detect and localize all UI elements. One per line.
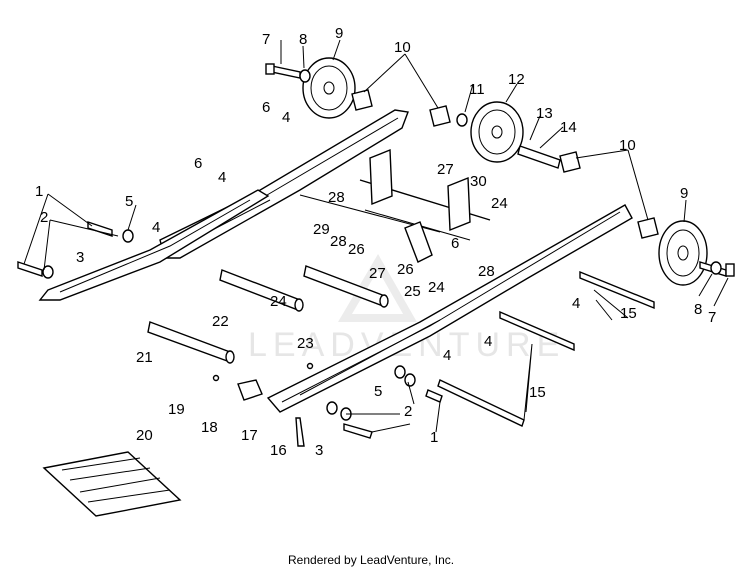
front-rail [266, 204, 633, 413]
bolt-upper-left [265, 63, 311, 83]
callout-17: 17 [241, 427, 258, 444]
callout-26-a: 26 [348, 241, 365, 258]
callout-2-a: 2 [40, 209, 48, 226]
cross-shafts [147, 265, 389, 364]
callout-4-d: 4 [572, 295, 580, 312]
callout-12: 12 [508, 71, 525, 88]
left-rail [38, 189, 270, 301]
bolt-right [699, 261, 735, 277]
callout-9-a: 9 [335, 25, 343, 42]
callout-4-f: 4 [443, 347, 451, 364]
callout-23: 23 [297, 335, 314, 352]
callout-30: 30 [470, 173, 487, 190]
callout-10-a: 10 [394, 39, 411, 56]
callout-25: 25 [404, 283, 421, 300]
callout-22: 22 [212, 313, 229, 330]
callout-1-b: 1 [430, 429, 438, 446]
leader-lines [23, 39, 729, 433]
callout-4-e: 4 [484, 333, 492, 350]
callout-9-b: 9 [680, 185, 688, 202]
callout-6-a: 6 [262, 99, 270, 116]
callout-4-a: 4 [282, 109, 290, 126]
callout-14: 14 [560, 119, 577, 136]
wheel-upper-right [470, 101, 524, 163]
callout-6-c: 6 [451, 235, 459, 252]
callout-4-b: 4 [218, 169, 226, 186]
render-credit: Rendered by LeadVenture, Inc. [288, 553, 454, 567]
callout-1-a: 1 [35, 183, 43, 200]
callout-2-b: 2 [404, 403, 412, 420]
callout-16: 16 [270, 442, 287, 459]
callout-19: 19 [168, 401, 185, 418]
callout-3-a: 3 [76, 249, 84, 266]
callout-5-a: 5 [125, 193, 133, 210]
callout-8-b: 8 [694, 301, 702, 318]
callout-24-c: 24 [270, 293, 287, 310]
callout-28-a: 28 [328, 189, 345, 206]
callout-18: 18 [201, 419, 218, 436]
callout-6-b: 6 [194, 155, 202, 172]
callout-27-a: 27 [437, 161, 454, 178]
brackets [369, 148, 471, 263]
lower-hardware [212, 362, 314, 447]
callout-29: 29 [313, 221, 330, 238]
callout-21: 21 [136, 349, 153, 366]
callout-4-c: 4 [152, 219, 160, 236]
slide-plate [42, 451, 182, 517]
callout-11: 11 [469, 81, 485, 98]
callout-labels: 7 8 9 10 11 12 13 14 10 9 6 4 6 4 1 5 4 … [35, 25, 716, 459]
callout-7-b: 7 [708, 309, 716, 326]
callout-26-b: 26 [397, 261, 414, 278]
callout-15-a: 15 [620, 305, 637, 322]
callout-24-a: 24 [491, 195, 508, 212]
callout-8-a: 8 [299, 31, 307, 48]
callout-5-b: 5 [374, 383, 382, 400]
callout-13: 13 [536, 105, 553, 122]
callout-28-c: 28 [478, 263, 495, 280]
callout-27-b: 27 [369, 265, 386, 282]
callout-24-b: 24 [428, 279, 445, 296]
callout-10-b: 10 [619, 137, 636, 154]
callout-7-a: 7 [262, 31, 270, 48]
callout-20: 20 [136, 427, 153, 444]
long-bolts [437, 270, 655, 427]
wheel-rear [658, 220, 708, 286]
callout-15-b: 15 [529, 384, 546, 401]
spacers [351, 89, 659, 239]
callout-3-b: 3 [315, 442, 323, 459]
wheel-upper-left [302, 57, 356, 119]
callout-28-b: 28 [330, 233, 347, 250]
